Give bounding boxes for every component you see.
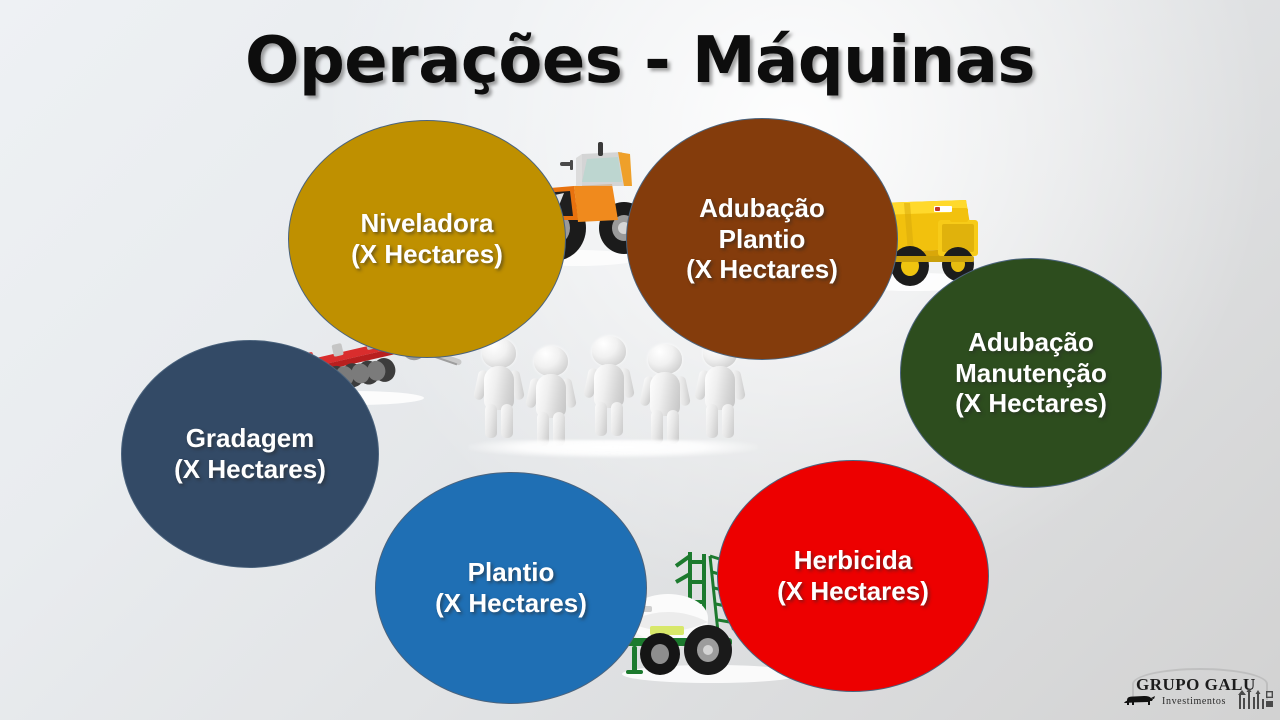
circle-adubacao-manutencao-line1: Adubação [968,326,1094,357]
figurine-leg [485,404,497,438]
figurine-leg [611,402,623,436]
figurine [638,344,692,448]
circle-plantio[interactable]: Plantio (X Hectares) [375,472,647,704]
logo-name: GRUPO GALU [1136,675,1256,694]
figurine-body [594,364,624,408]
team-figurines-image [468,326,758,458]
figurine-head [648,344,682,374]
figurine-leg [501,404,513,438]
figurine-body [536,374,566,418]
figurine-head [592,336,626,366]
circle-gradagem[interactable]: Gradagem (X Hectares) [121,340,379,568]
circle-plantio-line1: Plantio [467,557,555,588]
figurine [524,346,578,448]
boom-sprayer-image [592,552,802,683]
circle-plantio-line2: (X Hectares) [435,588,587,618]
circle-adubacao-manutencao-line3: (X Hectares) [955,388,1107,419]
farm-marks-icon [1238,688,1273,709]
circle-herbicida[interactable]: Herbicida (X Hectares) [717,460,989,692]
page-title: Operações - Máquinas [245,24,1035,98]
company-logo: GRUPO GALU Investimentos [1122,668,1274,716]
figurine [470,338,528,448]
circle-adubacao-plantio-line2: Plantio [718,223,806,254]
logo-subtitle: Investimentos [1162,696,1226,707]
figurine [690,338,750,448]
logo-arc-watermark [1132,668,1268,700]
circle-adubacao-manutencao-line2: Manutenção [955,357,1107,388]
circle-adubacao-plantio[interactable]: Adubação Plantio (X Hectares) [626,118,898,360]
cow-silhouette-icon [1124,695,1155,705]
figurine-leg [537,412,549,446]
figurine-head [534,346,568,376]
circle-niveladora-line2: (X Hectares) [351,239,503,269]
circle-adubacao-manutencao[interactable]: Adubação Manutenção (X Hectares) [900,258,1162,488]
figurine-leg [595,402,607,436]
circle-herbicida-line2: (X Hectares) [777,576,929,606]
figurine-body [650,372,680,416]
circle-adubacao-plantio-line1: Adubação [699,192,825,223]
circle-niveladora[interactable]: Niveladora (X Hectares) [288,120,566,358]
figurine-leg [667,410,679,444]
circle-niveladora-line1: Niveladora [360,208,494,239]
figurine-ground-shadow [468,440,758,458]
figurine-leg [553,412,565,446]
figurine-leg [706,404,718,438]
figurine-leg [722,404,734,438]
figurine-body [705,366,735,410]
figurine-body [484,366,514,410]
figurine [580,336,638,448]
figurine-leg [651,410,663,444]
circle-herbicida-line1: Herbicida [793,545,913,576]
circle-gradagem-line1: Gradagem [185,423,315,454]
circle-gradagem-line2: (X Hectares) [174,454,326,484]
circle-adubacao-plantio-line3: (X Hectares) [686,254,838,285]
